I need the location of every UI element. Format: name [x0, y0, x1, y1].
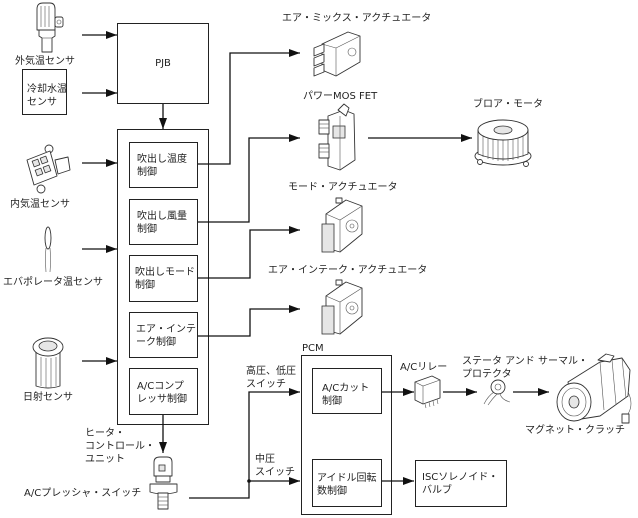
evaporator-temp-sensor-icon	[44, 226, 52, 273]
heater-control-unit-label: ヒータ・ コントロール・ ユニット	[85, 428, 155, 465]
high-low-pressure-switch-label: 高圧、低圧 スイッチ	[246, 366, 296, 390]
magnet-clutch-label: マグネット・クラッチ	[525, 425, 625, 436]
blower-motor-icon	[474, 119, 532, 167]
evaporator-temp-sensor-label: エバポレータ温センサ	[3, 277, 103, 288]
pcm-box	[301, 355, 392, 515]
ac-pressure-switch-icon	[149, 456, 178, 510]
solar-sensor-icon	[32, 337, 64, 389]
thermal-protector-icon	[483, 379, 511, 406]
air-intake-actuator-label: エア・インテーク・アクチュエータ	[268, 265, 428, 276]
isc-solenoid-valve-box: ISCソレノイド・ バルブ	[415, 460, 507, 507]
mode-actuator-icon	[321, 197, 363, 253]
hcu-function-outlet-temperature: 吹出し温度 制御	[129, 142, 198, 188]
blower-motor-label: ブロア・モータ	[473, 99, 543, 110]
hcu-function-outlet-mode: 吹出しモード 制御	[129, 255, 198, 302]
magnet-clutch-compressor-icon	[556, 353, 632, 424]
coolant-temp-sensor-box: 冷却水温 センサ	[22, 69, 67, 115]
air-mix-actuator-icon	[313, 31, 361, 77]
air-intake-actuator-icon	[321, 279, 363, 335]
cabin-temp-sensor-icon	[26, 144, 71, 194]
ac-pressure-switch-label: A/Cプレッシャ・スイッチ	[24, 488, 142, 499]
thermal-protector-label: ステータ アンド サーマル・ プロテクタ	[462, 356, 588, 380]
cabin-temp-sensor-label: 内気温センサ	[10, 199, 70, 210]
ambient-temp-sensor-label: 外気温センサ	[15, 56, 75, 67]
solar-sensor-label: 日射センサ	[23, 392, 73, 403]
power-mos-fet-label: パワーMOS FET	[303, 91, 378, 102]
ac-relay-icon	[414, 375, 441, 409]
hcu-function-air-intake: エア・インテ ーク制御	[129, 312, 198, 358]
coolant-temp-sensor-label: 冷却水温 センサ	[27, 84, 67, 108]
pjb-label: PJB	[155, 58, 171, 69]
pcm-function-ac-cut: A/Cカット 制御	[312, 368, 382, 414]
air-mix-actuator-label: エア・ミックス・アクチュエータ	[282, 13, 432, 24]
power-mos-fet-icon	[318, 103, 356, 171]
ambient-temp-sensor-icon	[36, 2, 64, 53]
hcu-function-air-volume: 吹出し風量 制御	[129, 199, 198, 245]
pcm-function-idle-speed: アイドル回転 数制御	[312, 459, 382, 507]
mode-actuator-label: モード・アクチュエータ	[288, 182, 398, 193]
ac-relay-label: A/Cリレー	[400, 362, 448, 373]
pcm-label: PCM	[302, 343, 324, 354]
